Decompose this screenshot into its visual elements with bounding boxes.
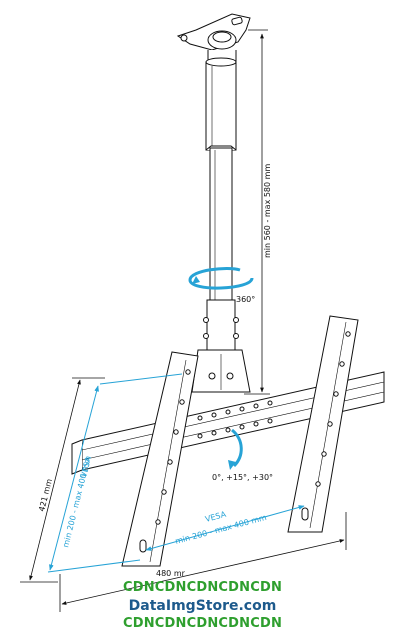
extension-tube	[203, 147, 239, 351]
tilt-label: 0°, +15°, +30°	[212, 473, 273, 482]
height-dimension	[244, 29, 270, 395]
bracket-width-label: 480 mr	[156, 569, 186, 578]
watermark-line-2: DataImgStore.com	[128, 598, 277, 614]
tilt-arrow	[228, 428, 243, 470]
rotation-label: 360°	[236, 295, 255, 304]
watermark-line-1: CDNCDNCDNCDNCDN	[122, 580, 283, 595]
right-vertical-bracket	[287, 315, 359, 533]
height-label: min 560 - max 580 mm	[263, 164, 272, 258]
ceiling-plate	[176, 13, 251, 63]
upper-tube	[205, 57, 237, 151]
rotation-arrow	[188, 266, 254, 290]
watermark-line-3: CDNCDNCDNCDNCDN	[122, 616, 283, 631]
tilt-head	[191, 349, 251, 393]
vesa-horizontal-label: VESA	[204, 510, 227, 524]
bracket-width-dimension	[59, 512, 347, 612]
